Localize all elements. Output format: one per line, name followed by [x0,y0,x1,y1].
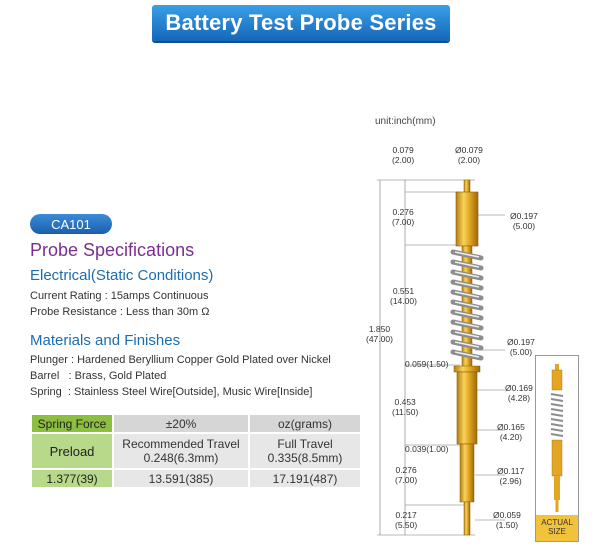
section-title: Probe Specifications [30,240,195,260]
lower-tip [463,501,471,536]
table-header: ±20% [114,415,248,432]
dim-label: 0.217 (5.50) [395,510,418,530]
materials-line: Spring : Stainless Steel Wire[Outside], … [30,386,313,398]
unit-label: unit:inch(mm) [375,116,436,127]
dim-label: 0.059(1.50) [405,359,449,369]
electrical-line: Probe Resistance : Less than 30m Ω [30,306,210,318]
probe-drawing [377,179,505,536]
dim-label: 1.850 (47.00) [366,324,393,344]
page-title: Battery Test Probe Series [165,10,437,35]
electrical-line: Current Rating : 15amps Continuous [30,290,209,302]
dim-label: 0.276 (7.00) [392,207,415,227]
dim-label: 0.276 (7.00) [395,465,418,485]
dim-label: 0.079 (2.00) [392,145,415,165]
table-header: Spring Force [32,415,112,432]
full-travel-cell: Full Travel 0.335(8.5mm) [250,434,360,468]
dim-label: Ø0.197 (5.00) [507,337,535,357]
dim-label: Ø0.059 (1.50) [493,510,521,530]
materials-line: Plunger : Hardened Beryllium Copper Gold… [30,354,331,366]
plunger-tip [463,179,471,194]
upper-plunger [455,191,479,247]
preload-label: Preload [32,434,112,468]
materials-line: Barrel : Brass, Gold Plated [30,370,167,382]
model-badge: CA101 [30,214,112,234]
spring-highlight [454,251,480,358]
actual-size-probe [550,364,564,512]
spring-force-table: Spring Force ±20% oz(grams) Preload Reco… [30,413,362,489]
full-travel-label: Full Travel [277,437,333,451]
actual-size-label: ACTUAL SIZE [536,515,578,541]
electrical-heading: Electrical(Static Conditions) [30,267,214,284]
dim-label: 0.453 (11.50) [392,397,419,417]
recommended-travel-cell: Recommended Travel 0.248(6.3mm) [114,434,248,468]
recommended-travel-value: 0.248(6.3mm) [143,451,219,465]
table-cell: 1.377(39) [32,470,112,487]
materials-heading: Materials and Finishes [30,332,181,349]
recommended-travel-label: Recommended Travel [122,437,240,451]
actual-size-box: ACTUAL SIZE [535,355,579,542]
dim-label: 0.039(1.00) [405,444,449,454]
table-cell: 17.191(487) [250,470,360,487]
dim-label: Ø0.169 (4.28) [505,383,533,403]
dimension-lines [377,179,505,536]
dim-label: Ø0.079 (2.00) [455,145,483,165]
dim-label: Ø0.117 (2.96) [497,466,525,486]
dim-label: 0.551 (14.00) [390,286,417,306]
table-cell: 13.591(385) [114,470,248,487]
page-banner: Battery Test Probe Series [152,5,450,41]
barrel [456,371,478,445]
lower-barrel [459,443,475,503]
full-travel-value: 0.335(8.5mm) [267,451,343,465]
table-header: oz(grams) [250,415,360,432]
dim-label: Ø0.165 (4.20) [497,422,525,442]
dim-label: Ø0.197 (5.00) [510,211,538,231]
barrel-collar [453,365,481,373]
